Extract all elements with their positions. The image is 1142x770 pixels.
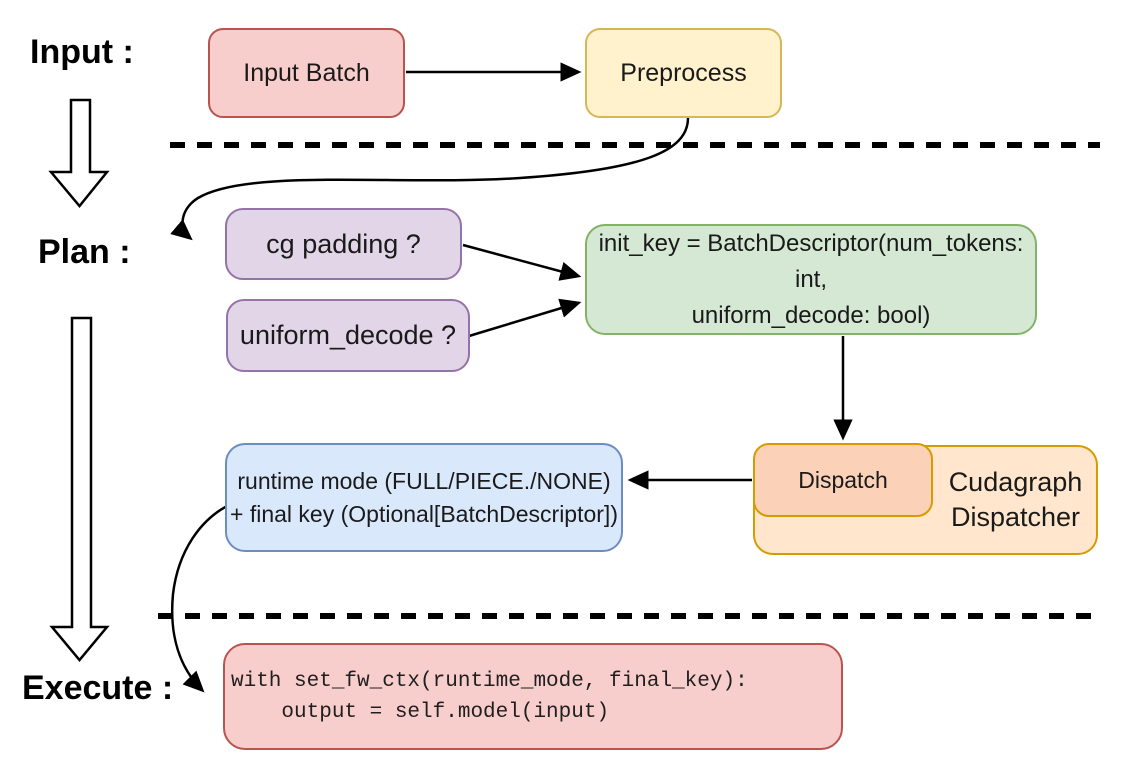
cudagraph-label-line2: Dispatcher [950, 502, 1081, 532]
node-runtime-mode: runtime mode (FULL/PIECE./NONE) + final … [225, 443, 623, 552]
node-init-key-line2: uniform_decode: bool) [691, 301, 931, 329]
node-cg-padding-label: cg padding ? [266, 228, 421, 259]
node-preprocess-label: Preprocess [620, 58, 747, 87]
node-execute-code: with set_fw_ctx(runtime_mode, final_key)… [223, 643, 843, 750]
node-runtime-mode-line2: + final key (Optional[BatchDescriptor]) [230, 500, 618, 527]
node-dispatch-label: Dispatch [798, 466, 888, 493]
node-init-key-line1: init_key = BatchDescriptor(num_tokens: i… [598, 229, 1024, 293]
execute-code-line2: output = self.model(input) [231, 700, 610, 724]
node-cg-padding: cg padding ? [225, 208, 462, 280]
connector-uniformdecode-to-initkey [468, 298, 582, 338]
node-dispatch: Dispatch [753, 443, 933, 517]
stage-label-execute: Execute : [22, 669, 174, 707]
stage-label-plan: Plan : [38, 233, 131, 271]
node-runtime-mode-line1: runtime mode (FULL/PIECE./NONE) [237, 467, 611, 494]
node-init-key: init_key = BatchDescriptor(num_tokens: i… [585, 224, 1037, 335]
cudagraph-label-line1: Cudagraph [948, 467, 1083, 497]
node-input-batch: Input Batch [208, 28, 405, 118]
node-cudagraph-dispatcher-label: Cudagraph Dispatcher [933, 445, 1098, 555]
node-uniform-decode: uniform_decode ? [226, 299, 470, 372]
stage-label-input: Input : [30, 33, 134, 71]
connector-preprocess-to-cgpadding [170, 117, 690, 241]
stage-arrow-input-to-plan-icon [48, 98, 110, 208]
connector-cgpadding-to-initkey [462, 243, 582, 281]
execute-code-line1: with set_fw_ctx(runtime_mode, final_key)… [231, 669, 748, 693]
node-preprocess: Preprocess [585, 28, 782, 118]
connector-runtimemode-to-executecode [171, 501, 234, 693]
node-input-batch-label: Input Batch [243, 58, 370, 87]
node-uniform-decode-label: uniform_decode ? [239, 320, 457, 350]
stage-arrow-plan-to-execute-icon [49, 316, 110, 662]
